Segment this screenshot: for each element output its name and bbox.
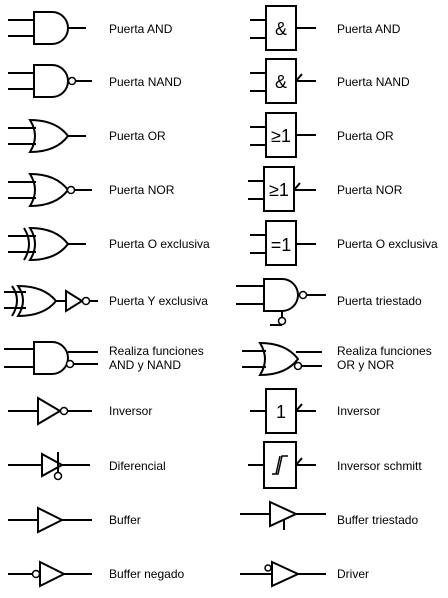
label-or-gate: Puerta OR [109, 129, 166, 143]
negated-buffer-symbol [8, 560, 92, 588]
buffer-symbol [8, 506, 92, 534]
or-gate-symbol [8, 118, 86, 154]
label-tristate-buffer: Buffer triestado [337, 513, 419, 527]
inverter-box-symbol-label: 1 [276, 402, 286, 422]
nor-box-symbol: ≥1 [248, 166, 316, 212]
label-and-gate: Puerta AND [109, 22, 173, 36]
or-box-symbol: ≥1 [250, 112, 316, 158]
label-nand-gate: Puerta NAND [109, 75, 182, 89]
label-or-box: Puerta OR [337, 129, 394, 143]
differential-symbol [8, 452, 90, 481]
nor-gate-symbol [8, 172, 92, 208]
tristate-gate-symbol [236, 278, 326, 326]
label-schmitt-inverter: Inversor schmitt [337, 459, 422, 473]
label-xor-gate: Puerta O exclusiva [109, 237, 210, 251]
label-buffer: Buffer [109, 513, 141, 527]
and-nand-combined-symbol [4, 341, 98, 375]
label-driver: Driver [337, 567, 369, 581]
label-and-box: Puerta AND [337, 22, 401, 36]
label-nor-gate: Puerta NOR [109, 183, 175, 197]
label-or-nor-combined: Realiza funciones OR y NOR [337, 344, 432, 372]
xor-box-symbol-label: =1 [271, 235, 292, 255]
inverter-symbol [8, 396, 92, 426]
label-nand-box: Puerta NAND [337, 75, 410, 89]
nand-box-symbol-label: & [275, 72, 287, 92]
label-xor-box: Puerta O exclusiva [337, 237, 438, 251]
nand-gate-symbol [8, 64, 92, 98]
inverter-box-symbol: 1 [250, 388, 316, 434]
and-box-symbol-label: & [275, 19, 287, 39]
xnor-gate-symbol [4, 284, 98, 318]
nand-box-symbol: & [250, 58, 316, 104]
label-inverter-box: Inversor [337, 404, 381, 418]
label-and-nand-combined: Realiza funciones AND y NAND [109, 344, 204, 372]
tristate-buffer-symbol [240, 500, 326, 530]
label-tristate-gate: Puerta triestado [337, 294, 422, 308]
label-differential: Diferencial [109, 459, 166, 473]
nor-box-symbol-label: ≥1 [269, 180, 289, 200]
xor-gate-symbol [8, 226, 86, 262]
label-nor-box: Puerta NOR [337, 183, 403, 197]
and-gate-symbol [8, 11, 86, 45]
or-nor-combined-symbol [242, 341, 322, 377]
label-xnor-gate: Puerta Y exclusiva [109, 294, 208, 308]
or-box-symbol-label: ≥1 [271, 126, 291, 146]
label-negated-buffer: Buffer negado [109, 567, 185, 581]
and-box-symbol: & [250, 5, 316, 51]
driver-symbol [240, 560, 326, 588]
xor-box-symbol: =1 [250, 220, 316, 266]
schmitt-inverter-symbol [248, 441, 316, 489]
label-inverter: Inversor [109, 404, 153, 418]
